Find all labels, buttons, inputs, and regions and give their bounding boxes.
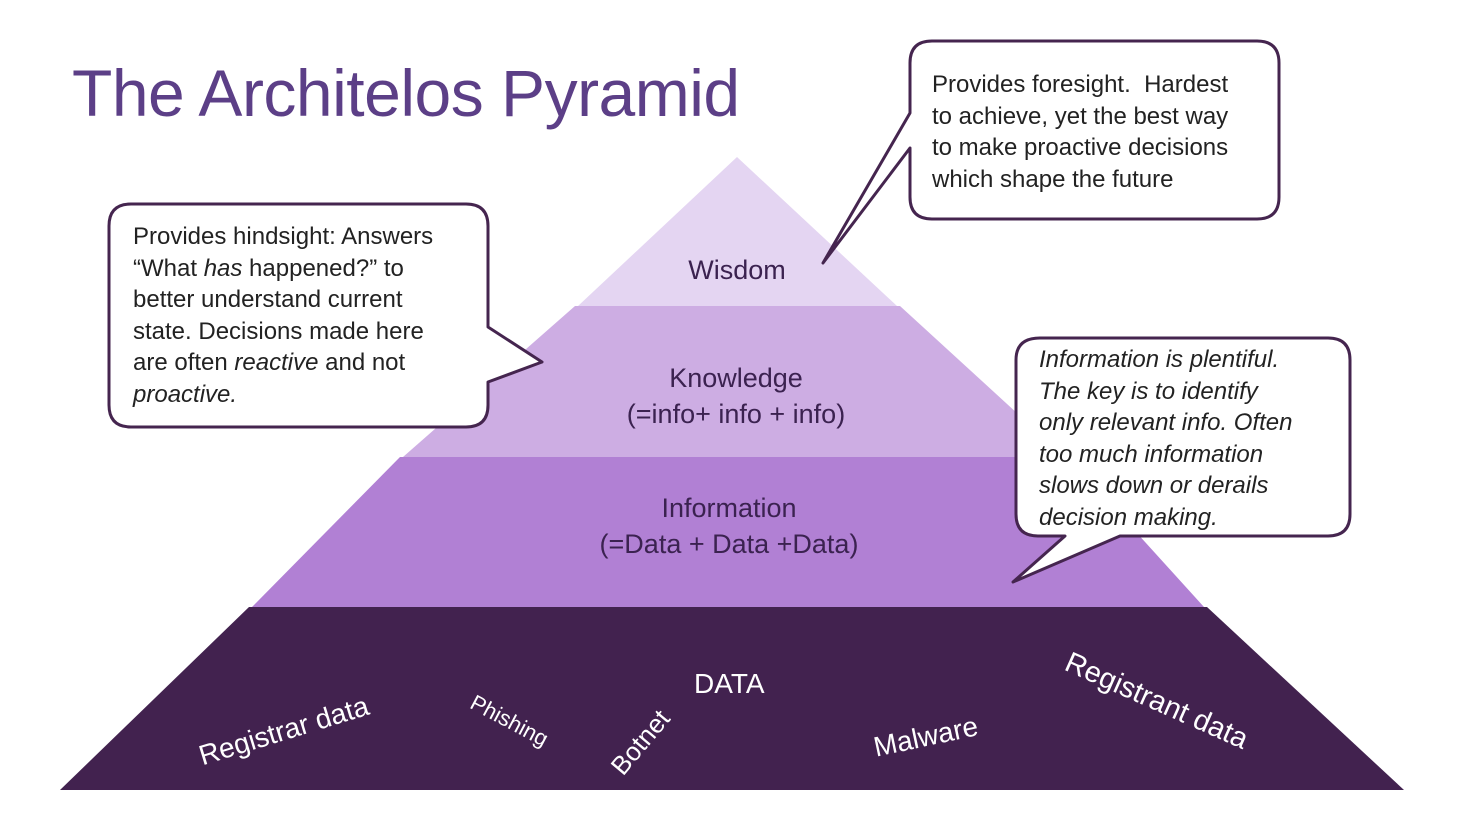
- information-line-5: slows down or derails: [1039, 472, 1269, 499]
- information-line-3: only relevant info. Often: [1039, 409, 1293, 436]
- knowledge-label: Knowledge (=info+ info + info): [586, 360, 886, 432]
- callout-hindsight: Provides hindsight: Answers “What has ha…: [133, 221, 483, 410]
- knowledge-sublabel: (=info+ info + info): [626, 399, 846, 429]
- information-label-text: Information: [661, 493, 797, 523]
- information-label: Information (=Data + Data +Data): [559, 490, 899, 562]
- hindsight-line-6: proactive.: [133, 380, 238, 408]
- callout-foresight-bubble: [821, 39, 1281, 265]
- tier-information: [252, 457, 1204, 607]
- hindsight-line-3: better understand current: [133, 286, 403, 313]
- wisdom-label-text: Wisdom: [688, 255, 786, 285]
- callout-information: Information is plentiful. The key is to …: [1039, 344, 1349, 533]
- hindsight-line-5: are often reactive and not: [133, 349, 406, 376]
- knowledge-label-text: Knowledge: [669, 363, 803, 393]
- information-sublabel: (=Data + Data +Data): [599, 529, 859, 559]
- foresight-line-3: to make proactive decisions: [932, 134, 1229, 161]
- hindsight-line-4: state. Decisions made here: [133, 317, 424, 345]
- page-title: The Architelos Pyramid: [72, 56, 740, 130]
- tier-knowledge: [403, 306, 1065, 457]
- tier-wisdom: [578, 157, 897, 306]
- foresight-line-1: Provides foresight. Hardest: [932, 71, 1229, 98]
- tier-data: [60, 607, 1404, 790]
- information-line-2: The key is to identify: [1039, 377, 1258, 405]
- callout-foresight: Provides foresight. Hardest to achieve, …: [932, 69, 1277, 195]
- foresight-line-2: to achieve, yet the best way: [932, 102, 1229, 130]
- information-line-4: too much information: [1039, 440, 1264, 468]
- callout-hindsight-bubble: [107, 202, 544, 429]
- information-line-6: decision making.: [1039, 503, 1218, 531]
- hindsight-line-2: “What has happened?” to: [133, 254, 404, 282]
- information-line-1: Information is plentiful.: [1039, 346, 1280, 373]
- data-label: DATA: [694, 668, 765, 699]
- callout-information-bubble: [1011, 336, 1352, 584]
- foresight-line-4: which shape the future: [932, 165, 1174, 193]
- hindsight-line-1: Provides hindsight: Answers: [133, 223, 434, 250]
- wisdom-label: Wisdom: [637, 252, 837, 288]
